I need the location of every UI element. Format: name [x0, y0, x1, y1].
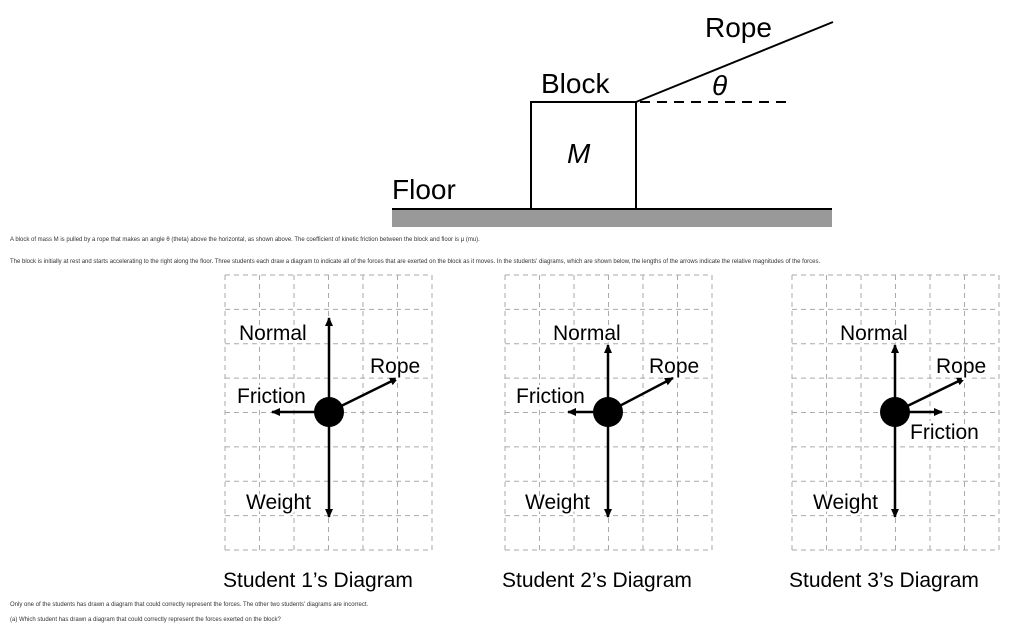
block-label: Block [541, 68, 610, 99]
diagram-caption: Student 1’s Diagram [223, 569, 413, 592]
normal-label: Normal [553, 322, 621, 345]
setup-figure: Rope Block θ M Floor [392, 12, 834, 227]
block-dot [880, 397, 910, 427]
note-text: Only one of the students has drawn a dia… [10, 602, 369, 608]
block-dot [593, 397, 623, 427]
friction-label: Friction [516, 385, 585, 408]
rope-label: Rope [936, 355, 986, 378]
block [530, 101, 637, 210]
weight-label: Weight [525, 491, 590, 514]
diagram-caption: Student 3’s Diagram [789, 569, 979, 592]
question-text: (a) Which student has drawn a diagram th… [10, 617, 281, 623]
rope-label: Rope [705, 12, 772, 43]
friction-label: Friction [237, 385, 306, 408]
mass-label: M [567, 138, 591, 169]
angle-label: θ [712, 70, 727, 101]
intro-text: A block of mass M is pulled by a rope th… [10, 237, 480, 243]
normal-label: Normal [239, 322, 307, 345]
rope [635, 21, 834, 103]
floor-label: Floor [392, 174, 456, 205]
rope-label: Rope [370, 355, 420, 378]
weight-label: Weight [813, 491, 878, 514]
context-text: The block is initially at rest and start… [10, 259, 821, 265]
block-dot [314, 397, 344, 427]
diagram-caption: Student 2’s Diagram [502, 569, 692, 592]
weight-label: Weight [246, 491, 311, 514]
rope-label: Rope [649, 355, 699, 378]
friction-label: Friction [910, 421, 979, 444]
normal-label: Normal [840, 322, 908, 345]
floor [392, 209, 832, 227]
